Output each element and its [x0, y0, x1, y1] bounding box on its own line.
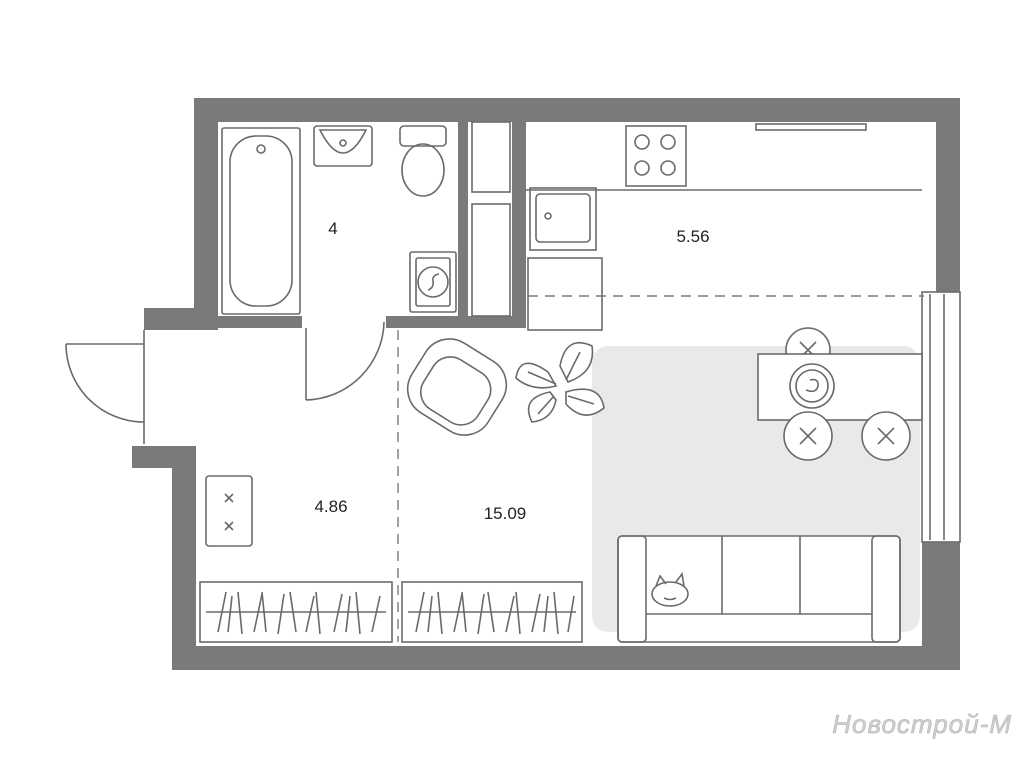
window-icon — [921, 291, 961, 543]
chair-icon — [861, 411, 911, 461]
kitchen-area-label: 5.56 — [676, 227, 709, 246]
radiator-icon — [755, 123, 867, 131]
toilet-icon — [399, 125, 447, 197]
sink-icon — [313, 125, 373, 167]
sofa-icon — [617, 535, 901, 643]
ottoman-icon — [205, 475, 253, 547]
wardrobe-icon — [401, 581, 583, 643]
stove-icon — [625, 125, 687, 187]
fridge — [527, 257, 603, 331]
niche-shelves — [471, 121, 511, 317]
chair-icon — [783, 411, 833, 461]
washing-machine-icon — [409, 251, 457, 313]
bathroom-area-label: 4 — [328, 219, 337, 238]
zone-dividers — [397, 295, 924, 642]
wardrobe-icon — [199, 581, 393, 643]
hallway-area-label: 4.86 — [314, 497, 347, 516]
kitchen-sink-icon — [529, 187, 597, 251]
bathtub-icon — [221, 127, 301, 315]
centerpiece — [789, 363, 835, 409]
dining-table-icon — [757, 353, 923, 421]
armchair-icon — [406, 338, 508, 436]
plant-icon — [515, 341, 605, 423]
door-icon — [65, 330, 145, 444]
watermark-text: Новострой-М — [832, 709, 1012, 739]
door-icon — [305, 321, 385, 401]
living-area-label: 15.09 — [484, 504, 527, 523]
dining-set — [757, 327, 923, 461]
walls — [132, 98, 960, 670]
cat-icon — [651, 572, 689, 607]
